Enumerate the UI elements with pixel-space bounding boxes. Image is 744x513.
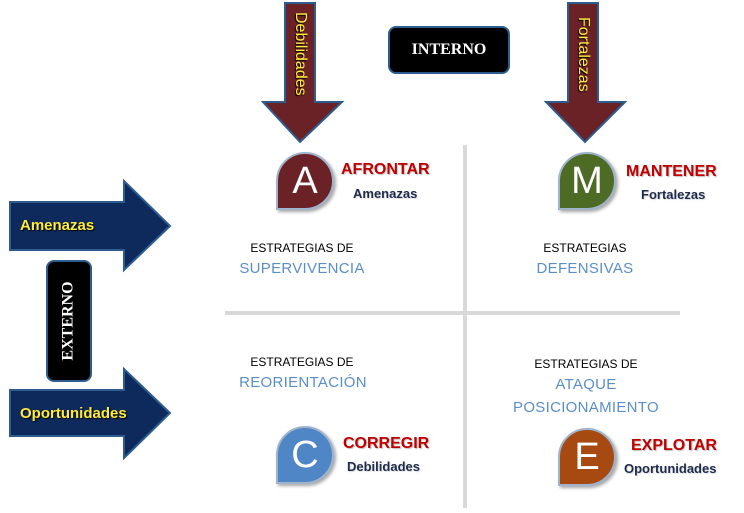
afrontar-subtitle: Amenazas xyxy=(353,186,418,201)
explotar-title: EXPLOTAR xyxy=(631,437,717,454)
badge-a-letter: A xyxy=(292,159,318,202)
strategy-name-reorientacion: REORIENTACIÓN xyxy=(239,374,367,391)
interno-box: INTERNO xyxy=(388,26,510,74)
afrontar-title: AFRONTAR xyxy=(341,161,430,178)
strategy-name-ataque: ATAQUE xyxy=(555,376,617,393)
oportunidades-label: Oportunidades xyxy=(20,405,127,422)
debilidades-label: Debilidades xyxy=(292,12,309,96)
fortalezas-arrow xyxy=(543,2,628,144)
badge-m: M xyxy=(558,152,616,210)
strategy-label-bottom-right: ESTRATEGIAS DE xyxy=(534,357,638,371)
mantener-subtitle: Fortalezas xyxy=(641,187,706,202)
badge-e-letter: E xyxy=(574,435,600,478)
strategy-label-top-right: ESTRATEGIAS xyxy=(543,241,627,255)
badge-c-letter: C xyxy=(291,433,319,476)
badge-a: A xyxy=(276,152,334,210)
strategy-name-supervivencia: SUPERVIVENCIA xyxy=(239,260,365,277)
badge-e: E xyxy=(558,428,616,486)
fortalezas-label: Fortalezas xyxy=(575,16,592,92)
mantener-title: MANTENER xyxy=(626,163,717,180)
interno-label: INTERNO xyxy=(411,41,487,58)
corregir-subtitle: Debilidades xyxy=(347,459,420,474)
debilidades-arrow xyxy=(260,2,345,144)
strategy-name-defensivas: DEFENSIVAS xyxy=(536,260,634,277)
externo-box: EXTERNO xyxy=(46,260,92,382)
strategy-label-bottom-left: ESTRATEGIAS DE xyxy=(250,355,354,369)
corregir-title: CORREGIR xyxy=(343,435,430,452)
strategy-label-top-left: ESTRATEGIAS DE xyxy=(250,241,354,255)
oportunidades-arrow xyxy=(9,366,172,461)
explotar-subtitle: Oportunidades xyxy=(624,461,717,476)
externo-label: EXTERNO xyxy=(60,281,77,361)
badge-m-letter: M xyxy=(571,159,603,202)
badge-c: C xyxy=(276,426,334,484)
amenazas-arrow xyxy=(9,178,172,273)
amenazas-label: Amenazas xyxy=(20,217,95,234)
strategy-name-posicionamiento: POSICIONAMIENTO xyxy=(513,399,659,416)
